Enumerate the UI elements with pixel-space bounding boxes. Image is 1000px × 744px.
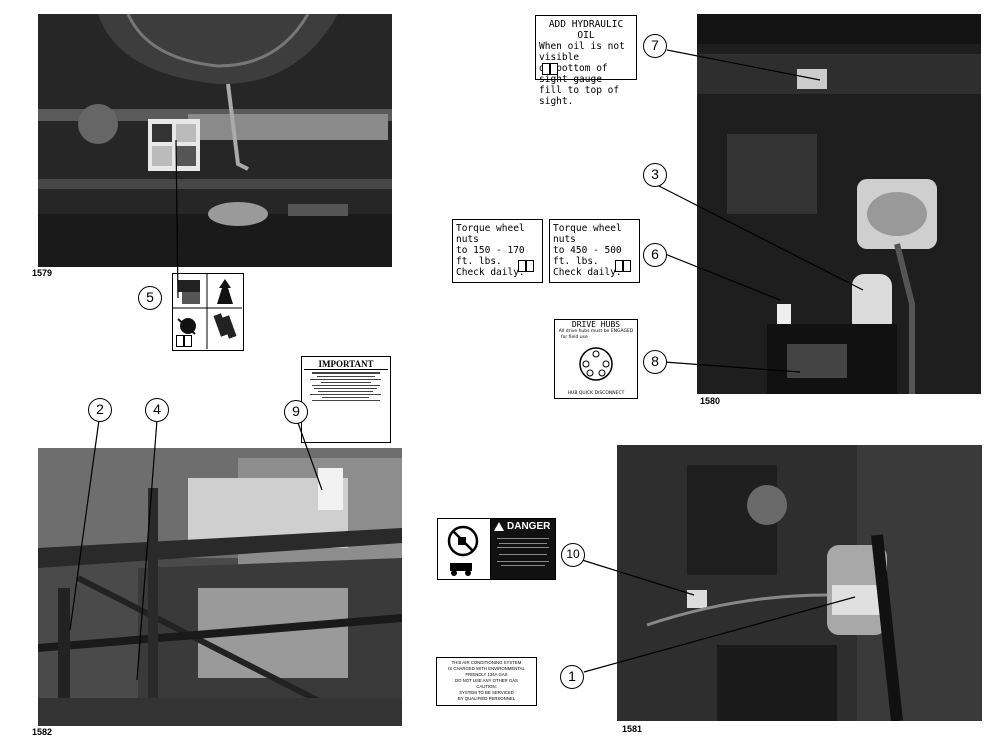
torque-150-line-1: Torque wheel nuts [456,223,525,245]
torque-150-line-4: Check daily. [456,267,525,278]
book-icon [542,63,558,75]
callout-8: 8 [643,350,667,374]
callout-1: 1 [560,665,584,689]
hub-diagram-icon [579,347,613,381]
drive-hubs-subtitle-2: for field use [561,335,588,340]
callout-3: 3 [643,163,667,187]
ac-system-decal: THIS AIR CONDITIONING SYSTEM IS CHARGED … [436,657,537,706]
book-icon [176,335,192,347]
ac-line-6: SYSTEM TO BE SERVICED [459,690,514,695]
ac-line-3: FRIENDLY 134A GAS [465,672,508,677]
torque-150-line-3: ft. lbs. [456,256,502,267]
no-entry-icon [447,525,479,576]
ac-line-7: BY QUALIFIED PERSONNEL [457,696,516,701]
hydraulic-oil-line-1: When oil is not visible [539,41,625,63]
torque-decal-150: Torque wheel nuts to 150 - 170 ft. lbs. … [452,219,543,283]
photo-1579-art [38,14,392,267]
torque-decal-450: Torque wheel nuts to 450 - 500 ft. lbs. … [549,219,640,283]
protective-gear-icon [173,274,242,349]
ac-line-4: DO NOT USE ANY OTHER GAS [455,678,518,683]
callout-4: 4 [145,398,169,422]
callout-10: 10 [561,543,585,567]
callout-2: 2 [88,398,112,422]
callout-6: 6 [643,243,667,267]
photo-1580 [697,14,981,394]
torque-450-line-4: Check daily. [553,267,622,278]
danger-right-panel: DANGER [491,519,555,579]
drive-hubs-title: DRIVE HUBS [571,320,621,329]
ppe-decal [172,273,244,351]
danger-decal: DANGER [437,518,556,580]
torque-450-line-2: to 450 - 500 [553,245,622,256]
figure-number-1579: 1579 [32,268,53,278]
photo-1582 [38,448,402,726]
photo-1581 [617,445,982,721]
danger-header: DANGER [491,519,555,534]
figure-number-1580: 1580 [700,396,721,406]
drive-hubs-footer: HUB QUICK DISCONNECT [567,391,625,396]
hydraulic-oil-title: ADD HYDRAULIC OIL [548,19,624,41]
photo-1579 [38,14,392,267]
callout-5: 5 [138,286,162,310]
callout-7: 7 [643,34,667,58]
drive-hubs-subtitle: All drive hubs must be ENGAGED [558,329,634,334]
torque-450-line-3: ft. lbs. [553,256,599,267]
ac-line-2: IS CHARGED WITH ENVIRONMENTAL [448,666,525,671]
figure-number-1581: 1581 [622,724,643,734]
important-decal: IMPORTANT [301,356,391,443]
warning-triangle-icon [494,522,504,531]
torque-150-line-2: to 150 - 170 [456,245,525,256]
hydraulic-oil-decal: ADD HYDRAULIC OIL When oil is not visibl… [535,15,637,107]
book-icon [615,260,631,272]
hydraulic-oil-line-2: on bottom of sight gauge [539,63,608,85]
figure-number-1582: 1582 [32,727,53,737]
important-title: IMPORTANT [304,359,388,370]
hydraulic-oil-line-3: fill to top of sight. [539,85,620,107]
danger-title: DANGER [507,521,551,532]
photo-1582-art [38,448,402,726]
torque-450-line-1: Torque wheel nuts [553,223,622,245]
photo-1581-art [617,445,982,721]
danger-left-panel [438,519,491,579]
ac-line-1: THIS AIR CONDITIONING SYSTEM [451,660,522,665]
ac-line-5: CAUTION: [476,684,497,689]
photo-1580-art [697,14,981,394]
book-icon [518,260,534,272]
callout-9: 9 [284,400,308,424]
drive-hubs-decal: DRIVE HUBS All drive hubs must be ENGAGE… [554,319,638,399]
